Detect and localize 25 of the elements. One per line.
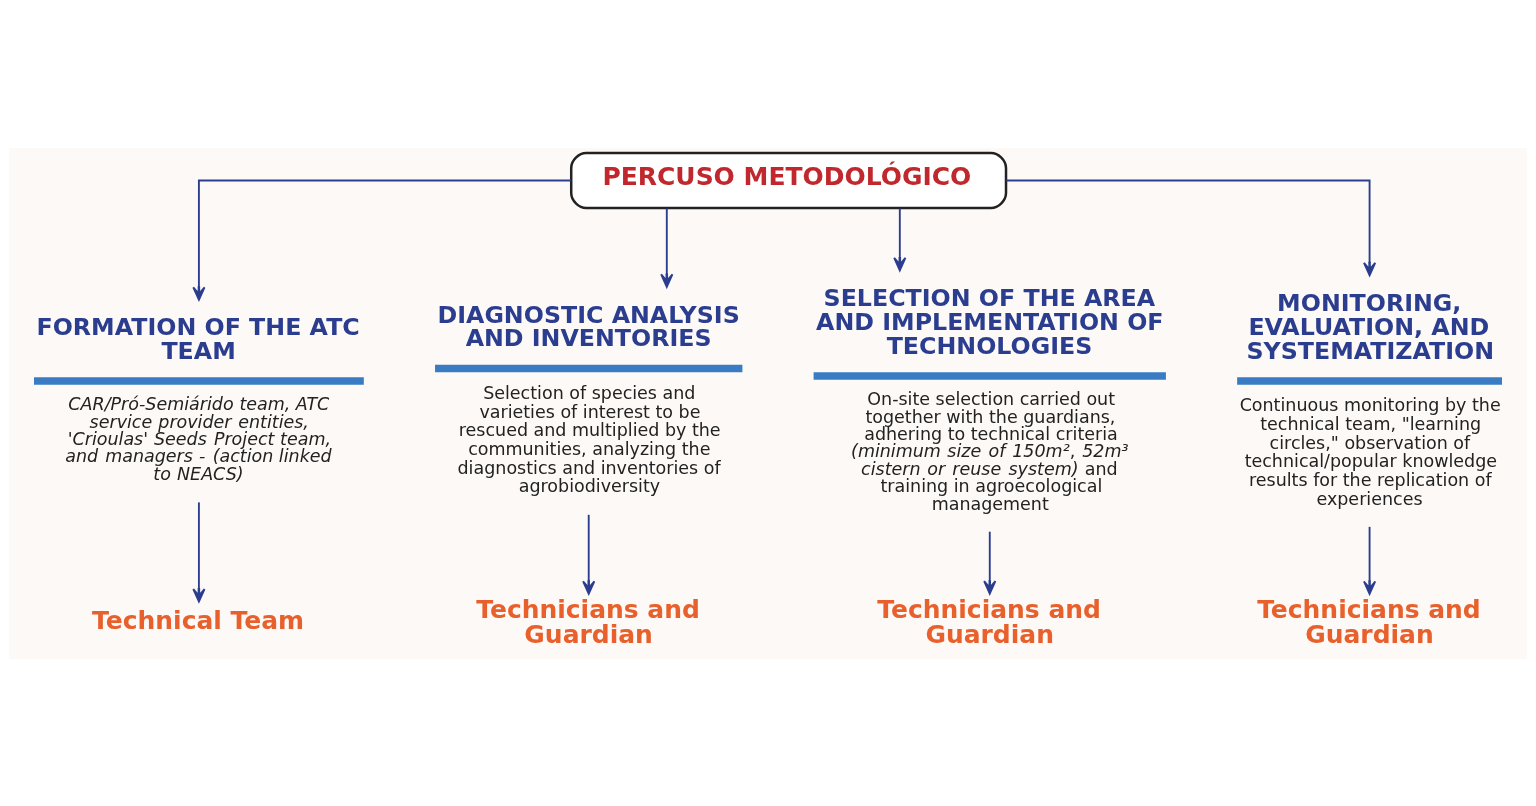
- node-text: Technical Team: [92, 605, 305, 635]
- arrow: [192, 179, 573, 301]
- arrow: [893, 206, 907, 271]
- arrow: [983, 530, 997, 595]
- node-text: Technicians and Guardian: [1257, 594, 1481, 649]
- arrow: [1005, 179, 1377, 276]
- node-box: [813, 371, 1166, 380]
- node-label: On-site selection carried out together with the guardians, adhering to technical criteria (minimum size of 150m², 52m³ cistern or reuse system) and training in agroecological management: [851, 388, 1129, 514]
- node-label: CAR/Pró-Semiárido team, ATC service provider entities, 'Crioulas' Seeds Project team, and managers - (action linked to NEACS): [65, 393, 332, 484]
- node-label: MONITORING, EVALUATION, AND SYSTEMATIZATION: [1246, 288, 1495, 365]
- node-label: FORMATION OF THE ATC TEAM: [36, 312, 360, 365]
- node-label: DIAGNOSTIC ANALYSIS AND INVENTORIES: [437, 300, 740, 352]
- arrow: [660, 206, 674, 288]
- arrow: [1363, 525, 1377, 595]
- arrow: [582, 513, 596, 595]
- node-box: [34, 376, 364, 385]
- node-label: Continuous monitoring by the technical team, "learning circles," observation of technical/popular knowledge results for the replication of experiences: [1239, 394, 1501, 509]
- node-label: SELECTION OF THE AREA AND IMPLEMENTATION OF TECHNOLOGIES: [816, 283, 1164, 360]
- node-label: Selection of species and varieties of interest to be rescued and multiplied by the communities, analyzing the diagnostics and inventories of agrobiodiversity: [457, 382, 721, 496]
- node-box: PERCUSO METODOLÓGICO: [569, 151, 1008, 209]
- node-box: [1237, 376, 1502, 385]
- node-box: [435, 364, 743, 372]
- node-text: Technicians and Guardian: [877, 594, 1101, 649]
- node-text: Technicians and Guardian: [476, 594, 700, 649]
- arrow: [192, 500, 206, 602]
